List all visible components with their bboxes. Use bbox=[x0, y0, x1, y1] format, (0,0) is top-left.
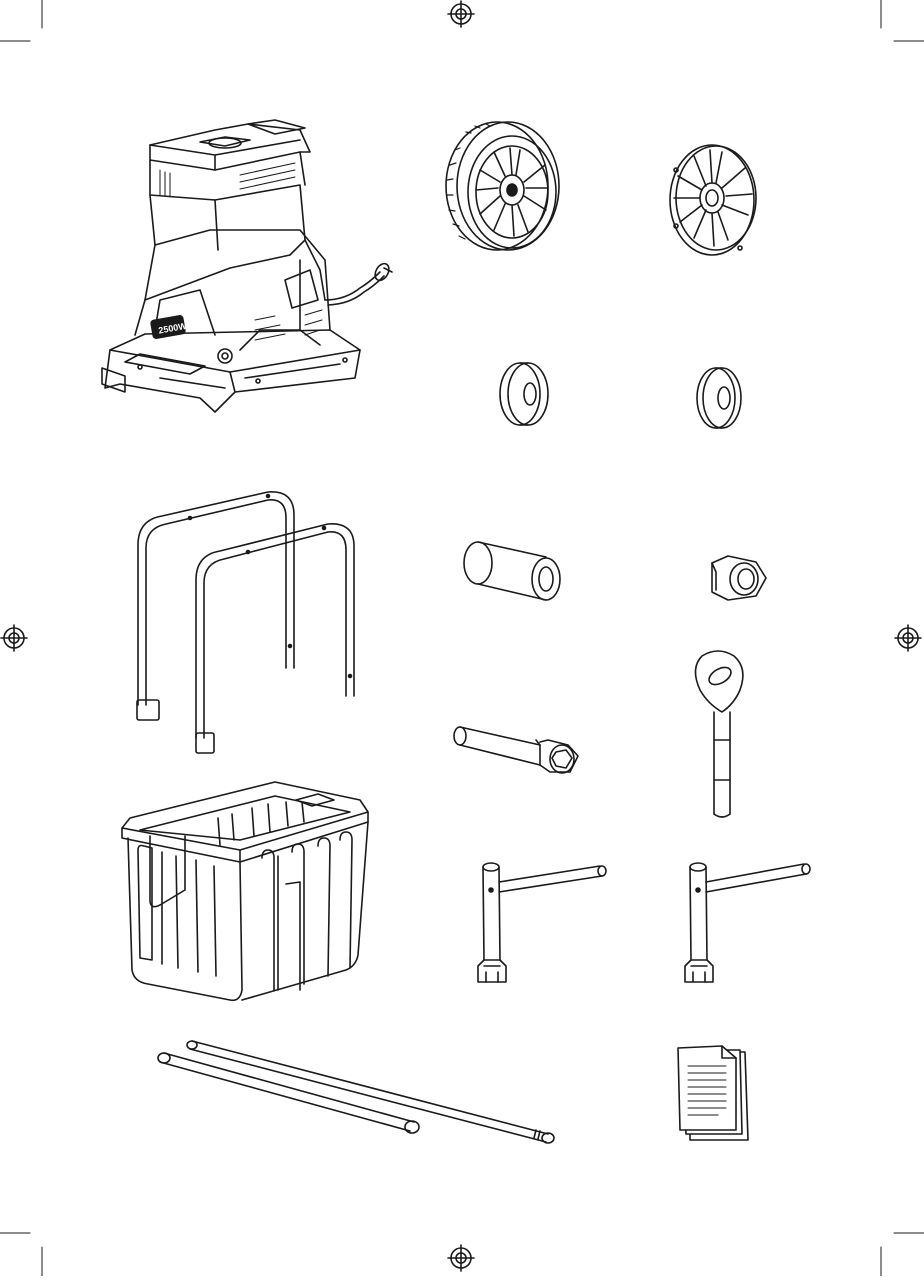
hex-nut-icon bbox=[712, 556, 766, 600]
hub-cap-icon bbox=[670, 145, 756, 255]
registration-mark-bottom bbox=[448, 1245, 474, 1271]
socket-wrench-left-icon bbox=[478, 863, 606, 982]
registration-mark-left bbox=[1, 625, 27, 651]
key-icon bbox=[695, 651, 742, 817]
collection-box-icon bbox=[122, 782, 368, 1000]
registration-mark-right bbox=[895, 625, 921, 651]
washer-right-icon bbox=[697, 368, 741, 428]
garden-shredder-icon: 2500W bbox=[102, 120, 392, 412]
leg-frame-icon bbox=[137, 492, 354, 753]
bolt-icon bbox=[454, 727, 578, 773]
spacer-icon bbox=[464, 542, 560, 600]
washer-left-icon bbox=[500, 363, 548, 425]
wheel-icon bbox=[446, 122, 559, 250]
axle-rod-icon bbox=[158, 1041, 554, 1143]
registration-mark-top bbox=[448, 1, 474, 27]
socket-wrench-right-icon bbox=[685, 863, 810, 982]
manual-icon bbox=[678, 1046, 748, 1140]
